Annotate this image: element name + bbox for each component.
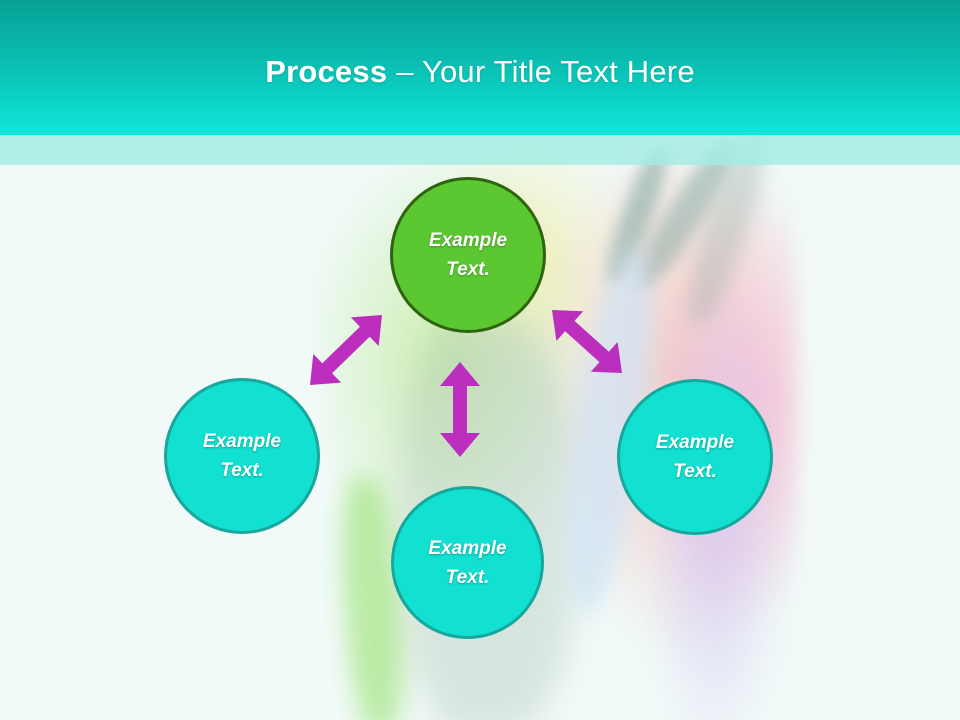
node-label-line: Text. bbox=[446, 259, 490, 280]
node-label-line: Example bbox=[428, 230, 508, 251]
node-label-line: Example bbox=[655, 432, 735, 453]
bg-shape-white-right bbox=[800, 135, 960, 720]
page-title-bold: Process bbox=[265, 53, 388, 89]
page-title-rest: – Your Title Text Here bbox=[396, 53, 695, 89]
header-accent-band bbox=[0, 135, 960, 165]
header-bar: Process– Your Title Text Here bbox=[0, 0, 960, 135]
node-top-circle: Example Text. bbox=[390, 177, 546, 333]
node-bottom-circle: Example Text. bbox=[391, 486, 544, 639]
node-label-line: Example bbox=[428, 537, 507, 559]
node-label-line: Example bbox=[202, 431, 282, 452]
node-label-line: Text. bbox=[673, 461, 717, 482]
page-title: Process– Your Title Text Here bbox=[265, 54, 695, 90]
node-label-line: Text. bbox=[220, 460, 264, 481]
node-label-line: Text. bbox=[445, 566, 490, 588]
node-left-circle: Example Text. bbox=[164, 378, 320, 534]
node-right-circle: Example Text. bbox=[617, 379, 773, 535]
